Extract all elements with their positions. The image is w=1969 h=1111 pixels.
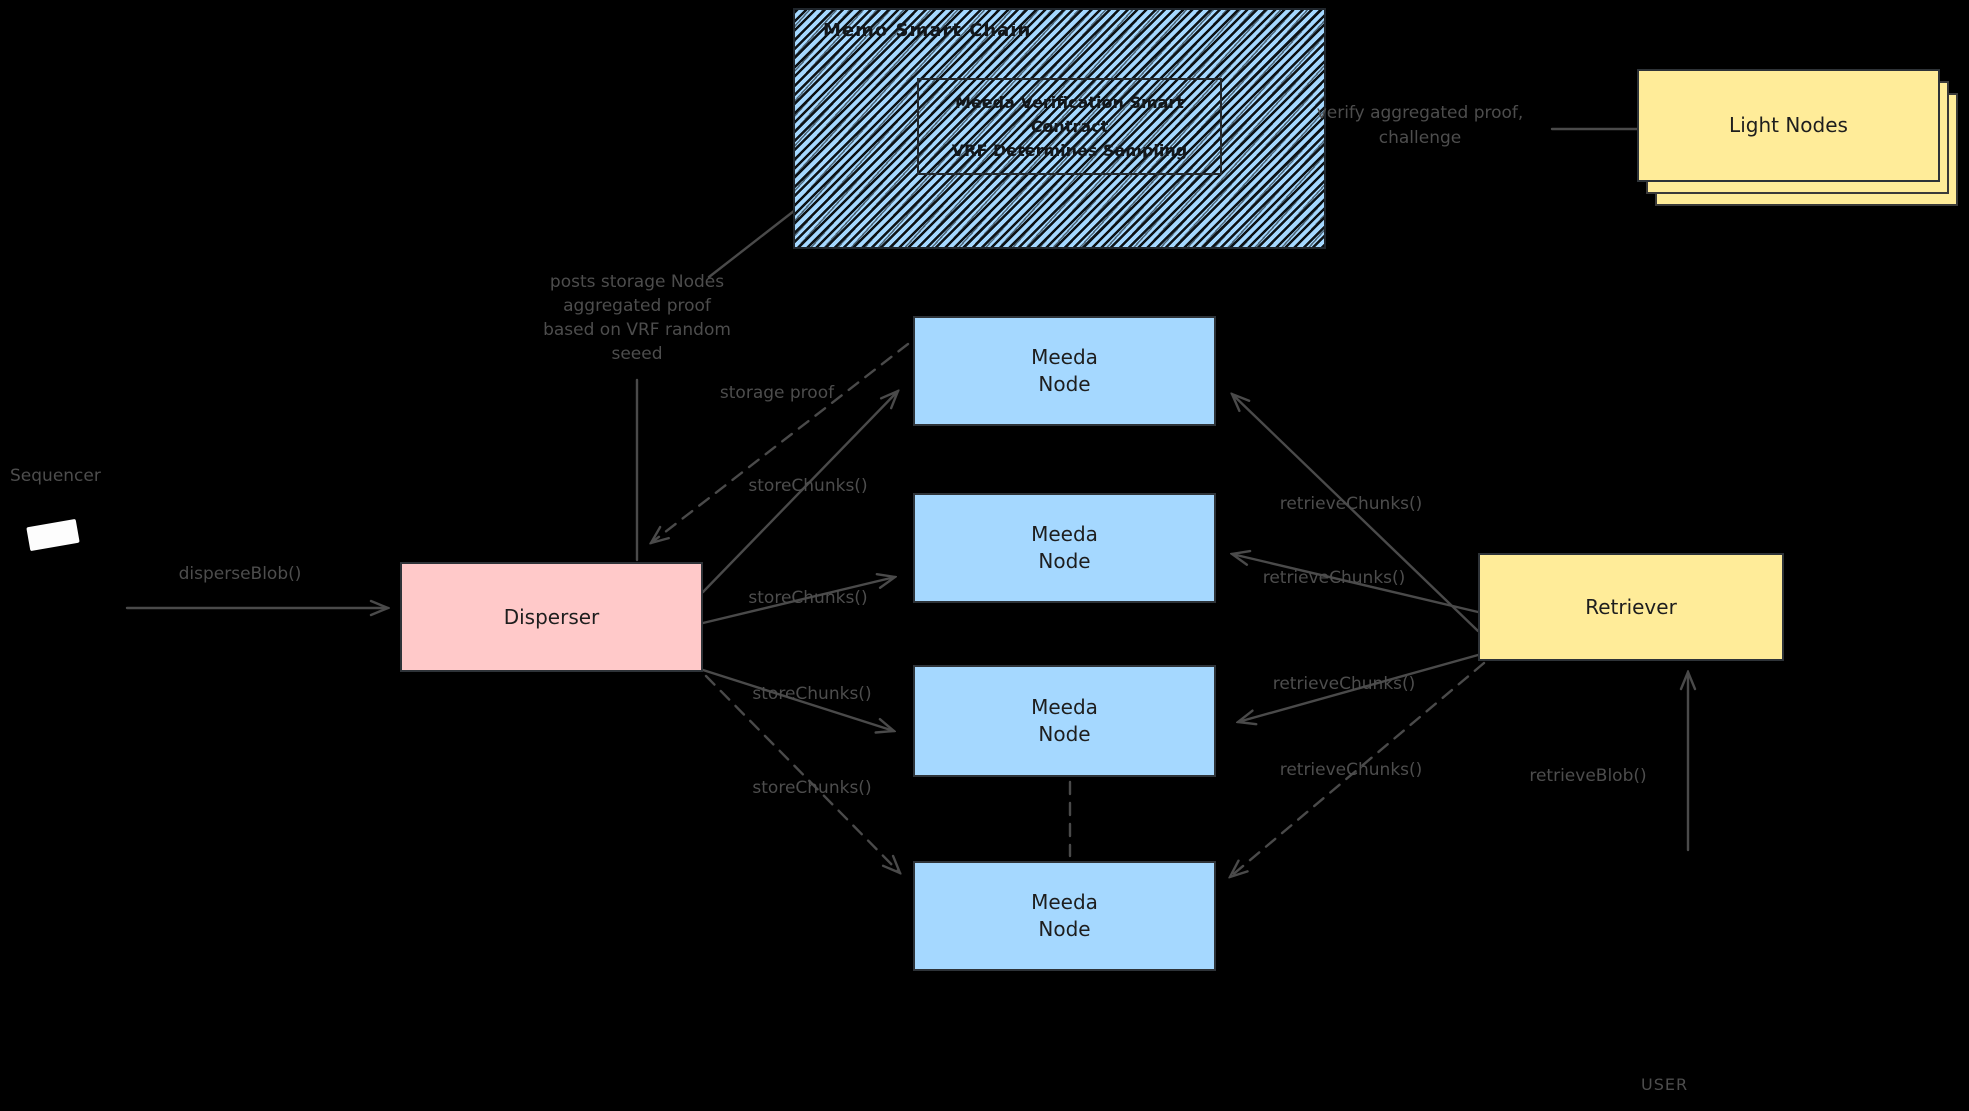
label-storage-proof: storage proof: [719, 383, 835, 403]
edge-store-chunks-1: [701, 391, 898, 594]
meeda-node-label: Meeda Node: [1031, 345, 1098, 396]
label-retrieve-chunks-1: retrieveChunks(): [1279, 494, 1423, 514]
label-retrieve-blob: retrieveBlob(): [1529, 766, 1647, 786]
meeda-node-box-1: Meeda Node: [913, 316, 1216, 426]
label-retrieve-chunks-2: retrieveChunks(): [1262, 568, 1406, 588]
edge-retrieve-chunks-3: [1238, 653, 1480, 722]
edge-retrieve-chunks-2: [1232, 554, 1480, 614]
label-retrieve-chunks-4: retrieveChunks(): [1279, 760, 1423, 780]
label-store-chunks-3: storeChunks(): [752, 684, 872, 704]
label-disperse-blob: disperseBlob(): [178, 564, 302, 584]
label-verify-proof: verify aggregated proof, challenge: [1316, 103, 1524, 148]
meeda-node-label: Meeda Node: [1031, 695, 1098, 746]
edge-store-chunks-2: [701, 577, 895, 625]
meeda-node-box-4: Meeda Node: [913, 861, 1216, 971]
edge-retrieve-chunks-4: [1230, 661, 1486, 877]
edge-retrieve-chunks-1: [1232, 394, 1480, 633]
meeda-node-label: Meeda Node: [1031, 890, 1098, 941]
light-nodes-box: Light Nodes: [1637, 69, 1940, 182]
memo-smart-chain-box: [793, 8, 1326, 249]
meeda-verification-contract-box: Meeda Verification Smart Contract VRF De…: [917, 78, 1222, 175]
memo-smart-chain-title: Memo Smart Chain: [823, 20, 1032, 41]
retriever-box: Retriever: [1478, 553, 1784, 661]
meeda-node-label: Meeda Node: [1031, 522, 1098, 573]
meeda-node-box-2: Meeda Node: [913, 493, 1216, 603]
label-retrieve-chunks-3: retrieveChunks(): [1272, 674, 1416, 694]
edge-storage-proof: [651, 342, 910, 543]
disperser-label: Disperser: [503, 604, 600, 629]
disperser-box: Disperser: [400, 562, 703, 672]
retriever-label: Retriever: [1585, 594, 1677, 619]
label-store-chunks-4: storeChunks(): [752, 778, 872, 798]
label-store-chunks-2: storeChunks(): [748, 588, 868, 608]
edge-store-chunks-4: [704, 674, 900, 873]
label-posts-proof: posts storage Nodes aggregated proof bas…: [543, 272, 731, 364]
label-store-chunks-1: storeChunks(): [748, 476, 868, 496]
light-nodes-label: Light Nodes: [1729, 113, 1848, 137]
meeda-node-box-3: Meeda Node: [913, 665, 1216, 777]
user-label: USER: [1641, 1075, 1689, 1094]
edge-store-chunks-3: [701, 668, 894, 731]
sequencer-label: Sequencer: [10, 466, 101, 486]
